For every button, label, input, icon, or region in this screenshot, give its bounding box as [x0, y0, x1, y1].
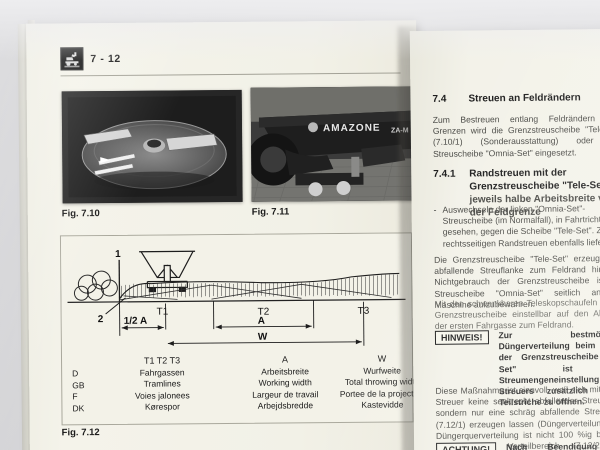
legend-language-codes: D GB F DK	[72, 368, 98, 414]
left-page: 7 - 12	[26, 20, 430, 450]
legend-term: Kørespor	[144, 401, 180, 412]
section-7-4-1-bullet: - Auswechseln der linken "Omnia-Set"-Str…	[434, 203, 600, 250]
legend-column-tramlines: T1 T2 T3 Fahrgassen Tramlines Voies jalo…	[102, 355, 222, 414]
header-divider	[60, 72, 401, 77]
svg-text:A: A	[258, 316, 265, 327]
achtung-label: ACHTUNG!	[436, 442, 497, 450]
legend-term: Arbejdsbredde	[257, 400, 314, 411]
bullet-text: Auswechseln der linken "Omnia-Set"-Streu…	[442, 203, 600, 249]
achtung-note: ACHTUNG! Nach Beendigung des Randstreuen…	[436, 441, 600, 450]
lang-code: DK	[72, 402, 85, 413]
achtung-text: Nach Beendigung des Randstreuens die Str…	[506, 441, 600, 450]
svg-text:T1: T1	[157, 306, 169, 317]
paragraph-3: Mit den schwenkbaren Teleskopschaufeln i…	[434, 297, 600, 332]
svg-text:AMAZONE: AMAZONE	[323, 123, 381, 135]
page-number: 7 - 12	[90, 52, 121, 65]
figure-7-11-image: AMAZONE ZA-M	[247, 86, 430, 202]
figure-7-12-caption: Fig. 7.12	[61, 427, 100, 439]
right-page: 7.4 Streuen an Feldrändern Zum Bestreuen…	[409, 28, 600, 450]
lang-code: D	[72, 368, 79, 379]
bullet-marker: -	[433, 204, 437, 215]
section-number: 7.4	[432, 93, 447, 105]
figure-7-10-caption: Fig. 7.10	[61, 208, 100, 220]
page-header: 7 - 12	[60, 47, 121, 71]
section-title: Streuen an Feldrändern	[468, 92, 581, 105]
lang-code: F	[72, 391, 78, 402]
svg-text:1/2 A: 1/2 A	[124, 316, 148, 327]
svg-text:T2: T2	[258, 307, 270, 318]
svg-text:2: 2	[98, 314, 104, 325]
legend-term: Arbeitsbreite	[261, 365, 310, 377]
figure-7-12-diagram: 1 2 T1 T2 T3	[59, 232, 425, 426]
section-title-bold: Randstreuen mit der Grenzstreuscheibe "T…	[469, 167, 600, 193]
legend-symbol: A	[281, 354, 289, 365]
hinweis-label: HINWEIS!	[434, 330, 489, 345]
legend-term: Working width	[258, 377, 312, 388]
figure-7-10-image	[61, 89, 243, 204]
section-7-4-paragraph: Zum Bestreuen entlang Feldrändern oder G…	[432, 113, 600, 159]
lang-code: GB	[72, 379, 85, 390]
amazone-tractor-logo-icon	[60, 47, 84, 71]
legend-term: Largeur de travail	[252, 388, 319, 400]
section-7-4-heading: 7.4 Streuen an Feldrändern	[432, 91, 600, 106]
legend-column-working-width: A Arbeitsbreite Working width Largeur de…	[230, 354, 340, 412]
paragraph-4: Diese Maßnahme ist sinnvoll, weil sich m…	[435, 384, 600, 450]
figure-7-11-caption: Fig. 7.11	[251, 206, 290, 218]
svg-text:ZA-M: ZA-M	[391, 127, 409, 134]
svg-text:W: W	[258, 332, 268, 343]
svg-text:1: 1	[115, 249, 121, 260]
legend-table: D GB F DK T1 T2 T3 Fahrgassen Tramlines …	[62, 351, 425, 424]
